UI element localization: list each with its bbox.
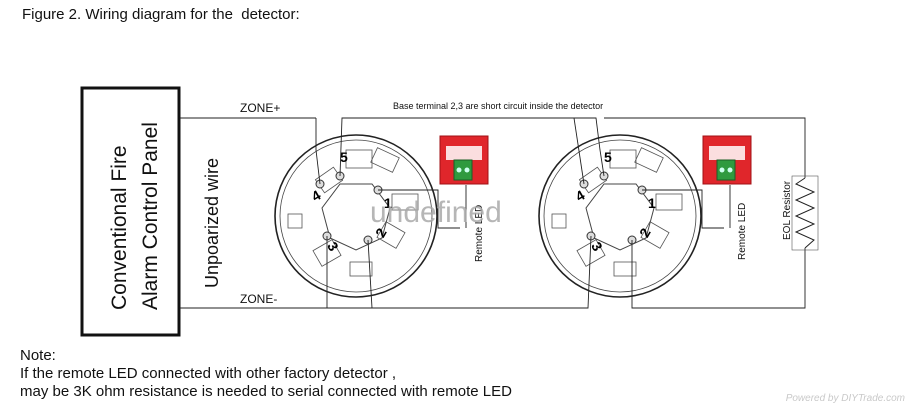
watermark: Powered by DIYTrade.com [785,393,905,404]
panel-label-line2: Alarm Control Panel [139,122,162,310]
base-terminal-note: Base terminal 2,3 are short circuit insi… [393,101,603,111]
remote-led-module-1 [439,135,489,185]
eol-resistor-label: EOL Resistor [782,180,793,240]
note-line-1: If the remote LED connected with other f… [20,365,397,382]
figure-title: Figure 2. Wiring diagram for the detecto… [22,6,300,23]
note-block: Note: If the remote LED connected with o… [20,347,512,401]
detector-base-2 [538,134,702,298]
b1-terminal-1: 1 [384,195,392,211]
eol-resistor-symbol [794,177,816,249]
b1-terminal-5: 5 [340,149,348,165]
note-title: Note: [20,347,56,364]
zone-plus-label: ZONE+ [240,101,280,115]
remote-led-label-1: Remote LED [474,205,485,262]
detector-base-1 [274,134,438,298]
remote-led-module-2 [702,135,752,185]
b2-terminal-1: 1 [648,195,656,211]
eol-resistor-box [791,175,819,251]
b2-terminal-5: 5 [604,149,612,165]
wire-label: Unpoarized wire [202,158,222,288]
remote-led-label-2: Remote LED [737,203,748,260]
panel-label-line1: Conventional Fire [108,145,131,310]
wiring-lines [315,117,806,309]
note-line-2: may be 3K ohm resistance is needed to se… [20,383,512,400]
overlay-text: undefined [370,196,502,229]
zone-minus-label: ZONE- [240,292,277,306]
control-panel-box [80,86,181,337]
